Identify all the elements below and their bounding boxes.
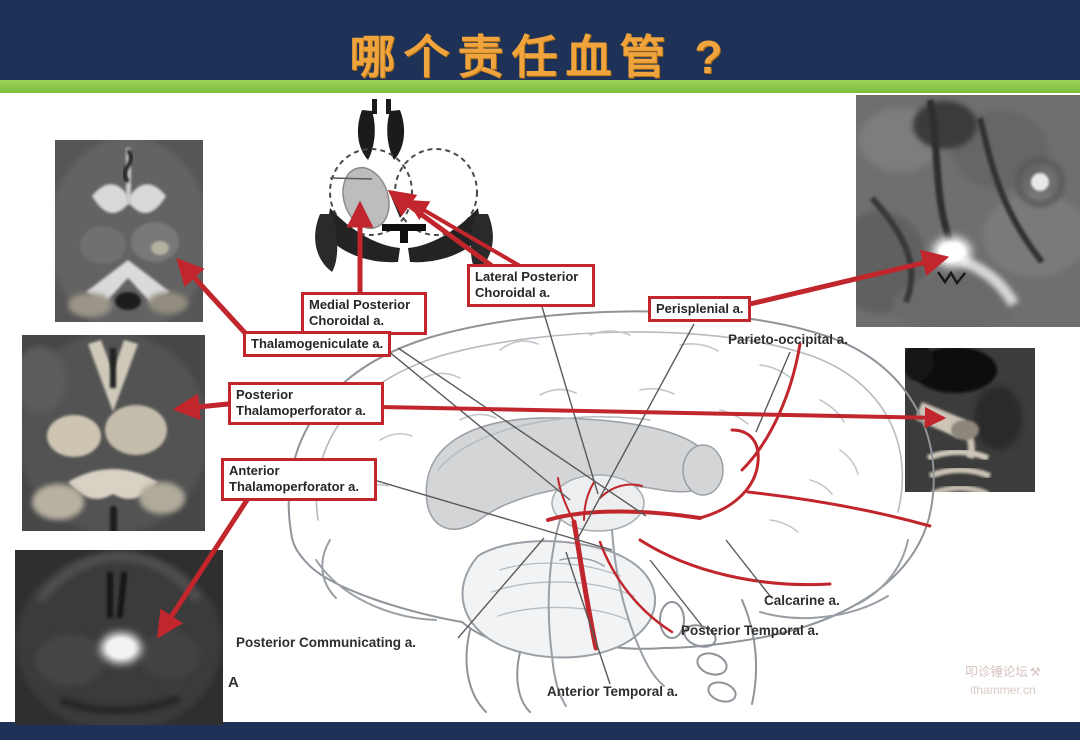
mri-axial-t2-thalamus — [55, 140, 203, 322]
label-calcarine: Calcarine a. — [764, 593, 840, 608]
mri-dwi-temporal-lesion — [15, 550, 223, 725]
label-medial-posterior-choroidal: Medial Posterior Choroidal a. — [301, 292, 427, 335]
green-stripe — [0, 80, 1080, 93]
slide-title: 哪个责任血管 ? — [349, 31, 731, 83]
label-perisplenial: Perisplenial a. — [648, 296, 752, 323]
red-arrows — [157, 189, 950, 639]
arrow-thalamogeniculate-to-mri — [176, 258, 249, 337]
watermark-forum-name: 叩诊锤论坛 — [965, 665, 1028, 679]
label-posterior-temporal: Posterior Temporal a. — [681, 623, 819, 638]
watermark: 叩诊锤论坛⚒ ithammer.cn — [938, 662, 1068, 698]
label-parieto-occipital: Parieto-occipital a. — [728, 332, 849, 347]
mri-axial-pulvinar-lesion — [856, 95, 1080, 327]
sagittal-brain-diagram — [287, 310, 935, 713]
hammer-icon: ⚒ — [1029, 665, 1041, 679]
label-thalamogeniculate: Thalamogeniculate a. — [243, 331, 392, 358]
watermark-domain: ithammer.cn — [970, 682, 1036, 697]
label-posterior-communicating: Posterior Communicating a. — [236, 635, 417, 650]
arrow-lateral-choroidal-to-inset-2 — [406, 199, 522, 268]
title-banner — [0, 0, 1080, 80]
label-anterior-temporal: Anterior Temporal a. — [547, 684, 679, 699]
arrow-antthal-to-mri — [157, 497, 250, 639]
leader-lines — [329, 177, 791, 685]
arrow-postthal-to-left-mri — [172, 393, 231, 421]
label-lateral-posterior-choroidal: Lateral Posterior Choroidal a. — [467, 264, 595, 307]
figure-label-a: A — [228, 674, 239, 691]
mri-sagittal-midbrain — [905, 348, 1035, 492]
label-anterior-thalamoperforator: Anterior Thalamoperforator a. — [221, 458, 377, 501]
arrow-postthal-to-right-mri — [378, 405, 947, 429]
mri-axial-bithalamic — [22, 335, 205, 531]
arrow-perisplenial-to-mri — [747, 249, 950, 307]
label-posterior-thalamoperforator: Posterior Thalamoperforator a. — [228, 382, 384, 425]
bottom-bar — [0, 722, 1080, 740]
